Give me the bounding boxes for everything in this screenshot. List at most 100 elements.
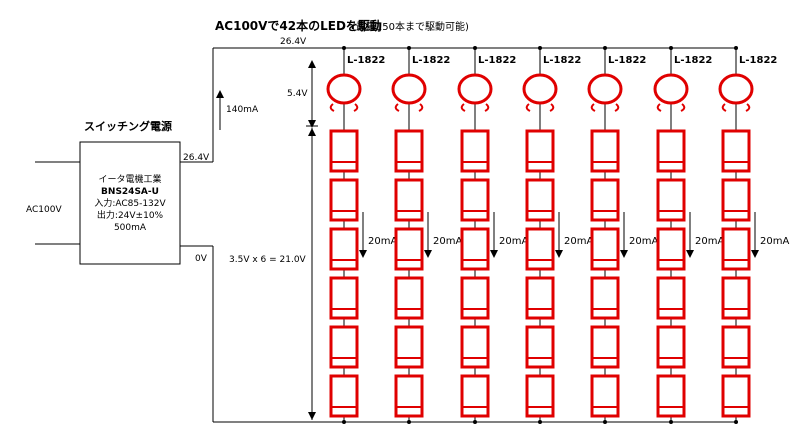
bottom-rail-junction	[734, 420, 738, 424]
column-current-arrowhead	[620, 250, 628, 258]
column-current-label: 20mA	[629, 236, 658, 247]
column-current-label: 20mA	[760, 236, 789, 247]
regulator-symbol	[522, 73, 558, 105]
supply-line-maker: イータ電機工業	[98, 173, 161, 185]
led	[525, 227, 555, 271]
led-voltage-label: 3.5V x 6 = 21.0V	[229, 255, 307, 265]
zener-bracket-bottom-arrow	[308, 120, 316, 128]
regulator-lead-left	[329, 103, 335, 112]
regulator-lead-right	[745, 103, 751, 112]
ac-input-label: AC100V	[26, 205, 62, 215]
led	[329, 178, 359, 222]
led	[525, 276, 555, 320]
led	[460, 129, 490, 173]
diagram-title: AC100Vで42本のLEDを駆動	[215, 18, 382, 33]
bottom-rail-junction	[407, 420, 411, 424]
column-current-arrowhead	[424, 250, 432, 258]
led	[721, 325, 751, 369]
led	[525, 325, 555, 369]
led	[460, 227, 490, 271]
supply-current-label: 140mA	[226, 105, 259, 115]
regulator-lead-left	[721, 103, 727, 112]
led	[721, 178, 751, 222]
led	[394, 374, 424, 418]
supply-line-output: 出力:24V±10%	[97, 209, 164, 221]
column-current-label: 20mA	[368, 236, 397, 247]
regulator-lead-right	[353, 103, 359, 112]
regulator-lead-right	[418, 103, 424, 112]
led	[460, 178, 490, 222]
led	[329, 374, 359, 418]
column-current-arrowhead	[686, 250, 694, 258]
regulator-symbol	[457, 73, 493, 105]
led	[394, 325, 424, 369]
zener-bracket-top-arrow	[308, 60, 316, 68]
led	[721, 276, 751, 320]
column-current-label: 20mA	[564, 236, 593, 247]
regulator-label: L-1822	[478, 55, 516, 66]
column-current-label: 20mA	[499, 236, 528, 247]
led	[329, 129, 359, 173]
led	[656, 325, 686, 369]
regulator-lead-left	[590, 103, 596, 112]
regulator-label: L-1822	[543, 55, 581, 66]
output-voltage: 26.4V	[183, 153, 210, 163]
led	[460, 276, 490, 320]
diagram-title-note: (最高150本まで駆動可能)	[352, 20, 469, 33]
column-current-arrowhead	[359, 250, 367, 258]
led	[656, 227, 686, 271]
led	[590, 178, 620, 222]
led	[394, 129, 424, 173]
led	[525, 178, 555, 222]
regulator-lead-right	[549, 103, 555, 112]
led	[590, 325, 620, 369]
regulator-label: L-1822	[347, 55, 385, 66]
led	[460, 325, 490, 369]
led	[590, 227, 620, 271]
led	[721, 227, 751, 271]
led	[460, 374, 490, 418]
led	[590, 129, 620, 173]
led	[394, 178, 424, 222]
led	[590, 276, 620, 320]
led	[329, 325, 359, 369]
zero-voltage: 0V	[195, 254, 208, 264]
led	[721, 129, 751, 173]
bottom-rail-junction	[538, 420, 542, 424]
column-current-arrowhead	[555, 250, 563, 258]
power-supply-title: スイッチング電源	[84, 119, 172, 133]
led	[590, 374, 620, 418]
column-current-label: 20mA	[695, 236, 724, 247]
column-current-label: 20mA	[433, 236, 462, 247]
led	[656, 276, 686, 320]
led	[329, 227, 359, 271]
led-bracket-top-arrow	[308, 128, 316, 136]
regulator-lead-left	[525, 103, 531, 112]
led	[525, 129, 555, 173]
bottom-rail-junction	[603, 420, 607, 424]
regulator-symbol	[653, 73, 689, 105]
bottom-rail-junction	[342, 420, 346, 424]
led	[394, 276, 424, 320]
regulator-lead-left	[656, 103, 662, 112]
regulator-lead-right	[614, 103, 620, 112]
column-current-arrowhead	[490, 250, 498, 258]
supply-line-current: 500mA	[114, 223, 147, 233]
led	[525, 374, 555, 418]
regulator-lead-right	[680, 103, 686, 112]
regulator-symbol	[391, 73, 427, 105]
supply-current-arrowhead	[216, 90, 224, 98]
led	[656, 178, 686, 222]
led-bracket-bottom-arrow	[308, 412, 316, 420]
regulator-label: L-1822	[739, 55, 777, 66]
regulator-label: L-1822	[674, 55, 712, 66]
led	[656, 374, 686, 418]
regulator-symbol	[326, 73, 362, 105]
zener-voltage-label: 5.4V	[287, 89, 308, 99]
regulator-lead-left	[460, 103, 466, 112]
column-current-arrowhead	[751, 250, 759, 258]
supply-line-model: BNS24SA-U	[101, 187, 159, 197]
regulator-symbol	[718, 73, 754, 105]
bottom-rail-junction	[669, 420, 673, 424]
